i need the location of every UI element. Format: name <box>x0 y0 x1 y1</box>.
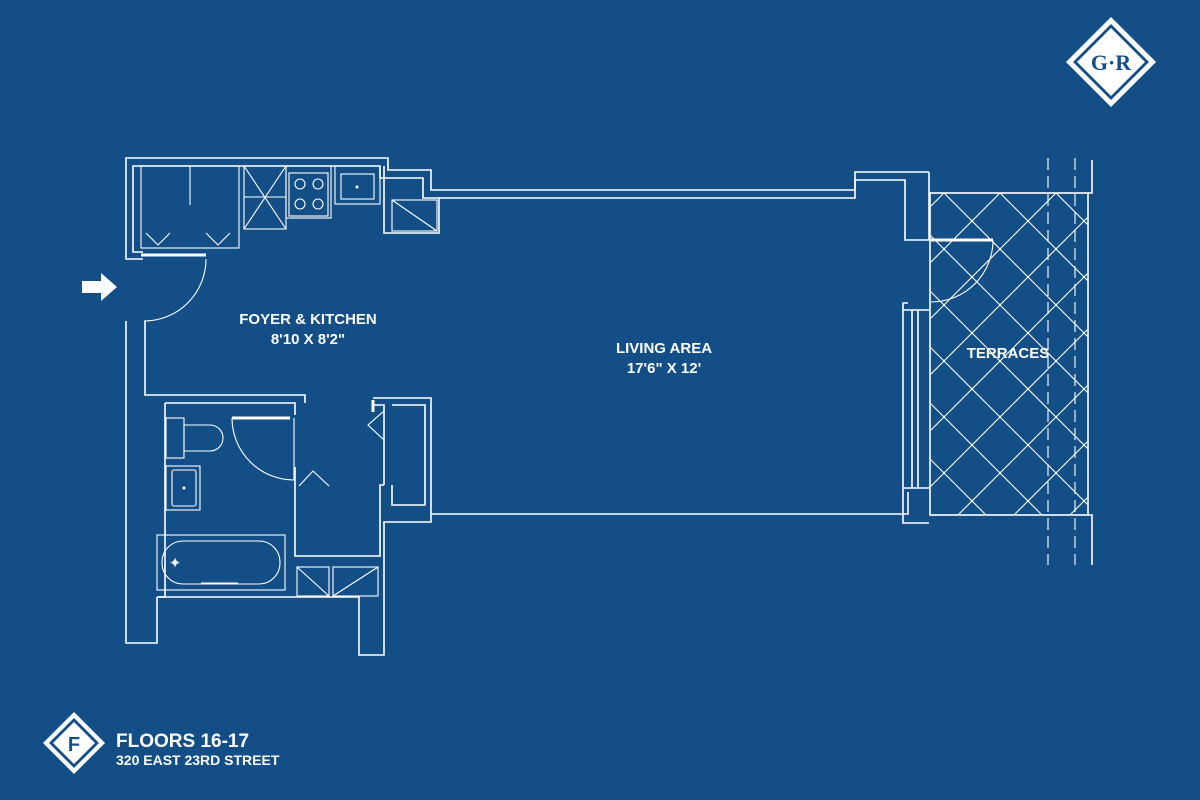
entry-door <box>143 258 207 322</box>
terrace-hatch-line <box>930 193 1001 264</box>
stove-icon <box>285 165 332 219</box>
terrace-hatch-line <box>930 272 1088 432</box>
terrace-hatch-line <box>566 193 888 515</box>
terrace-hatch-line <box>930 458 987 515</box>
brand-logo-text: G·R <box>1091 50 1132 75</box>
terraces-name: TERRACES <box>967 345 1050 362</box>
foyer-kitchen-name: FOYER & KITCHEN <box>239 311 377 328</box>
terrace-hatch-line <box>1112 193 1200 515</box>
kitchen-counter <box>243 165 287 230</box>
terrace-hatch-line <box>930 290 1088 450</box>
bathroom-sink-icon <box>165 465 201 511</box>
storage-boxes <box>296 566 379 597</box>
foyer-kitchen-dims: 8'10 X 8'2" <box>271 331 345 348</box>
living-area-dims: 17'6" X 12' <box>627 360 701 377</box>
svg-text:✦: ✦ <box>169 555 182 572</box>
terrace-hatch-line <box>999 193 1088 282</box>
room-label-terraces: TERRACES <box>967 345 1050 362</box>
terrace-hatch-line <box>286 193 608 515</box>
brand-logo: G·R <box>1066 17 1156 107</box>
terrace-hatch-line <box>930 346 1088 506</box>
terrace-hatch-line <box>930 234 1088 394</box>
kitchen-sink-icon <box>334 165 381 205</box>
terrace-hatch-line <box>1013 440 1088 515</box>
exterior-walls <box>125 157 930 656</box>
hall-closet-doors <box>298 400 385 487</box>
bathtub-icon: ✦ <box>156 534 286 591</box>
terrace-door <box>930 238 994 303</box>
floor-badge-letter: F <box>68 734 80 756</box>
terrace-hatch-line <box>930 216 1088 376</box>
floors-label: FLOORS 16-17 <box>116 731 249 752</box>
terrace-hatch-line <box>930 193 1057 320</box>
terrace-hatch-line <box>930 328 1088 488</box>
entry-arrow-icon <box>82 273 117 301</box>
room-label-living-area: LIVING AREA 17'6" X 12' <box>616 340 712 377</box>
terrace-hatch-line <box>1069 496 1088 515</box>
terrace <box>286 158 1200 565</box>
room-label-foyer-kitchen: FOYER & KITCHEN 8'10 X 8'2" <box>239 311 377 348</box>
floor-badge: F <box>43 712 105 774</box>
terrace-hatch-line <box>957 384 1088 515</box>
address-label: 320 EAST 23RD STREET <box>116 752 280 768</box>
terrace-hatch-line <box>1168 193 1200 515</box>
terrace-hatch-line <box>943 193 1088 338</box>
bathroom <box>231 416 295 481</box>
living-area-name: LIVING AREA <box>616 340 712 357</box>
kitchen-closets <box>140 165 240 257</box>
terrace-hatch-line <box>930 402 1043 515</box>
terrace-hatch-line <box>1055 193 1088 226</box>
toilet-icon <box>165 417 224 459</box>
dishwasher-icon <box>391 199 438 232</box>
